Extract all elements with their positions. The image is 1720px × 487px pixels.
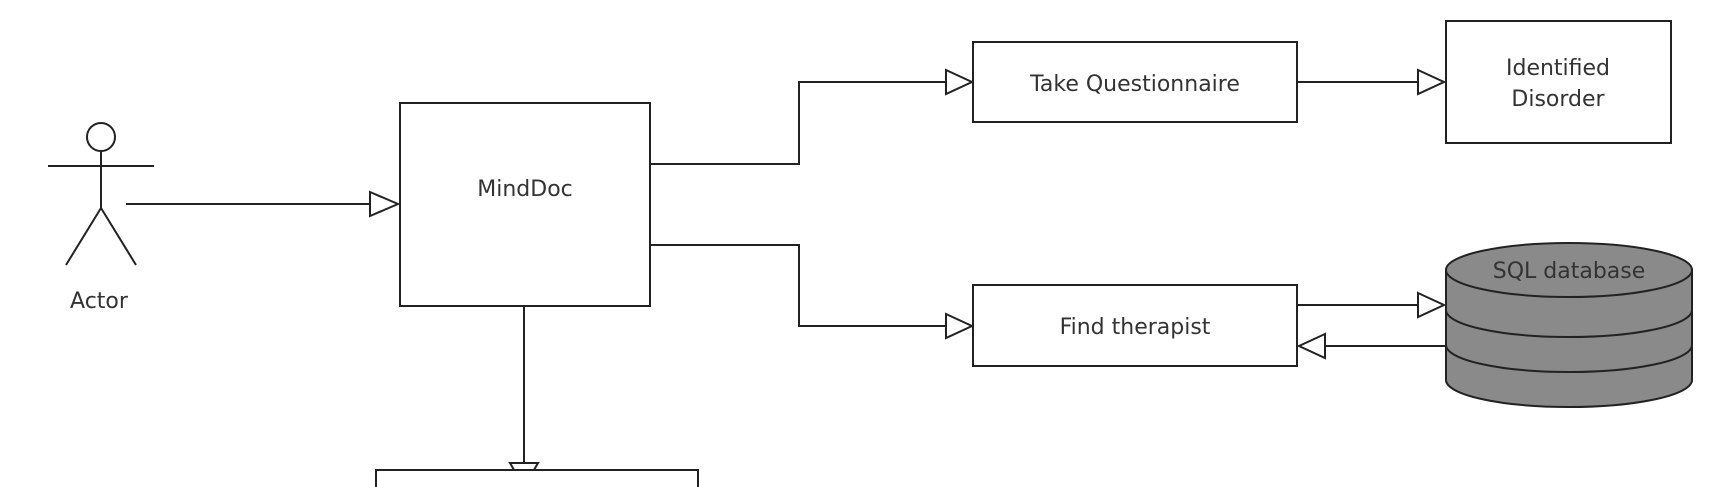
- database-disk-line-2: [1445, 344, 1693, 373]
- arrowhead-therapist: [945, 312, 975, 340]
- arrowhead-database: [1417, 291, 1447, 319]
- minddoc-label: MindDoc: [477, 177, 573, 202]
- database-top: [1445, 242, 1693, 298]
- edge-minddoc-to-questionnaire: [650, 81, 946, 165]
- arrowhead-therapist-return: [1296, 332, 1326, 360]
- database-label: SQL database: [1493, 259, 1646, 284]
- arrowhead-questionnaire: [945, 68, 975, 96]
- actor-figure: [48, 122, 154, 266]
- bottom-box: [375, 469, 699, 487]
- disorder-box: [1445, 20, 1672, 144]
- therapist-label: Find therapist: [1060, 315, 1211, 340]
- database-body: [1445, 269, 1693, 408]
- arrowhead-minddoc: [369, 190, 401, 218]
- actor-label: Actor: [70, 289, 129, 314]
- arrowhead-disorder: [1417, 68, 1447, 96]
- actor-head: [86, 122, 116, 152]
- disorder-label-line2: Disorder: [1511, 87, 1605, 112]
- database-cylinder: [1445, 242, 1693, 408]
- therapist-box: [972, 284, 1298, 367]
- questionnaire-label: Take Questionnaire: [1029, 72, 1240, 97]
- questionnaire-box: [972, 41, 1298, 123]
- edge-minddoc-to-therapist: [650, 244, 946, 327]
- disorder-label-line1: Identified: [1506, 56, 1610, 81]
- actor-left-leg: [65, 207, 102, 266]
- minddoc-box: [399, 102, 651, 307]
- actor-right-leg: [100, 207, 137, 266]
- database-disk-line-1: [1445, 309, 1693, 338]
